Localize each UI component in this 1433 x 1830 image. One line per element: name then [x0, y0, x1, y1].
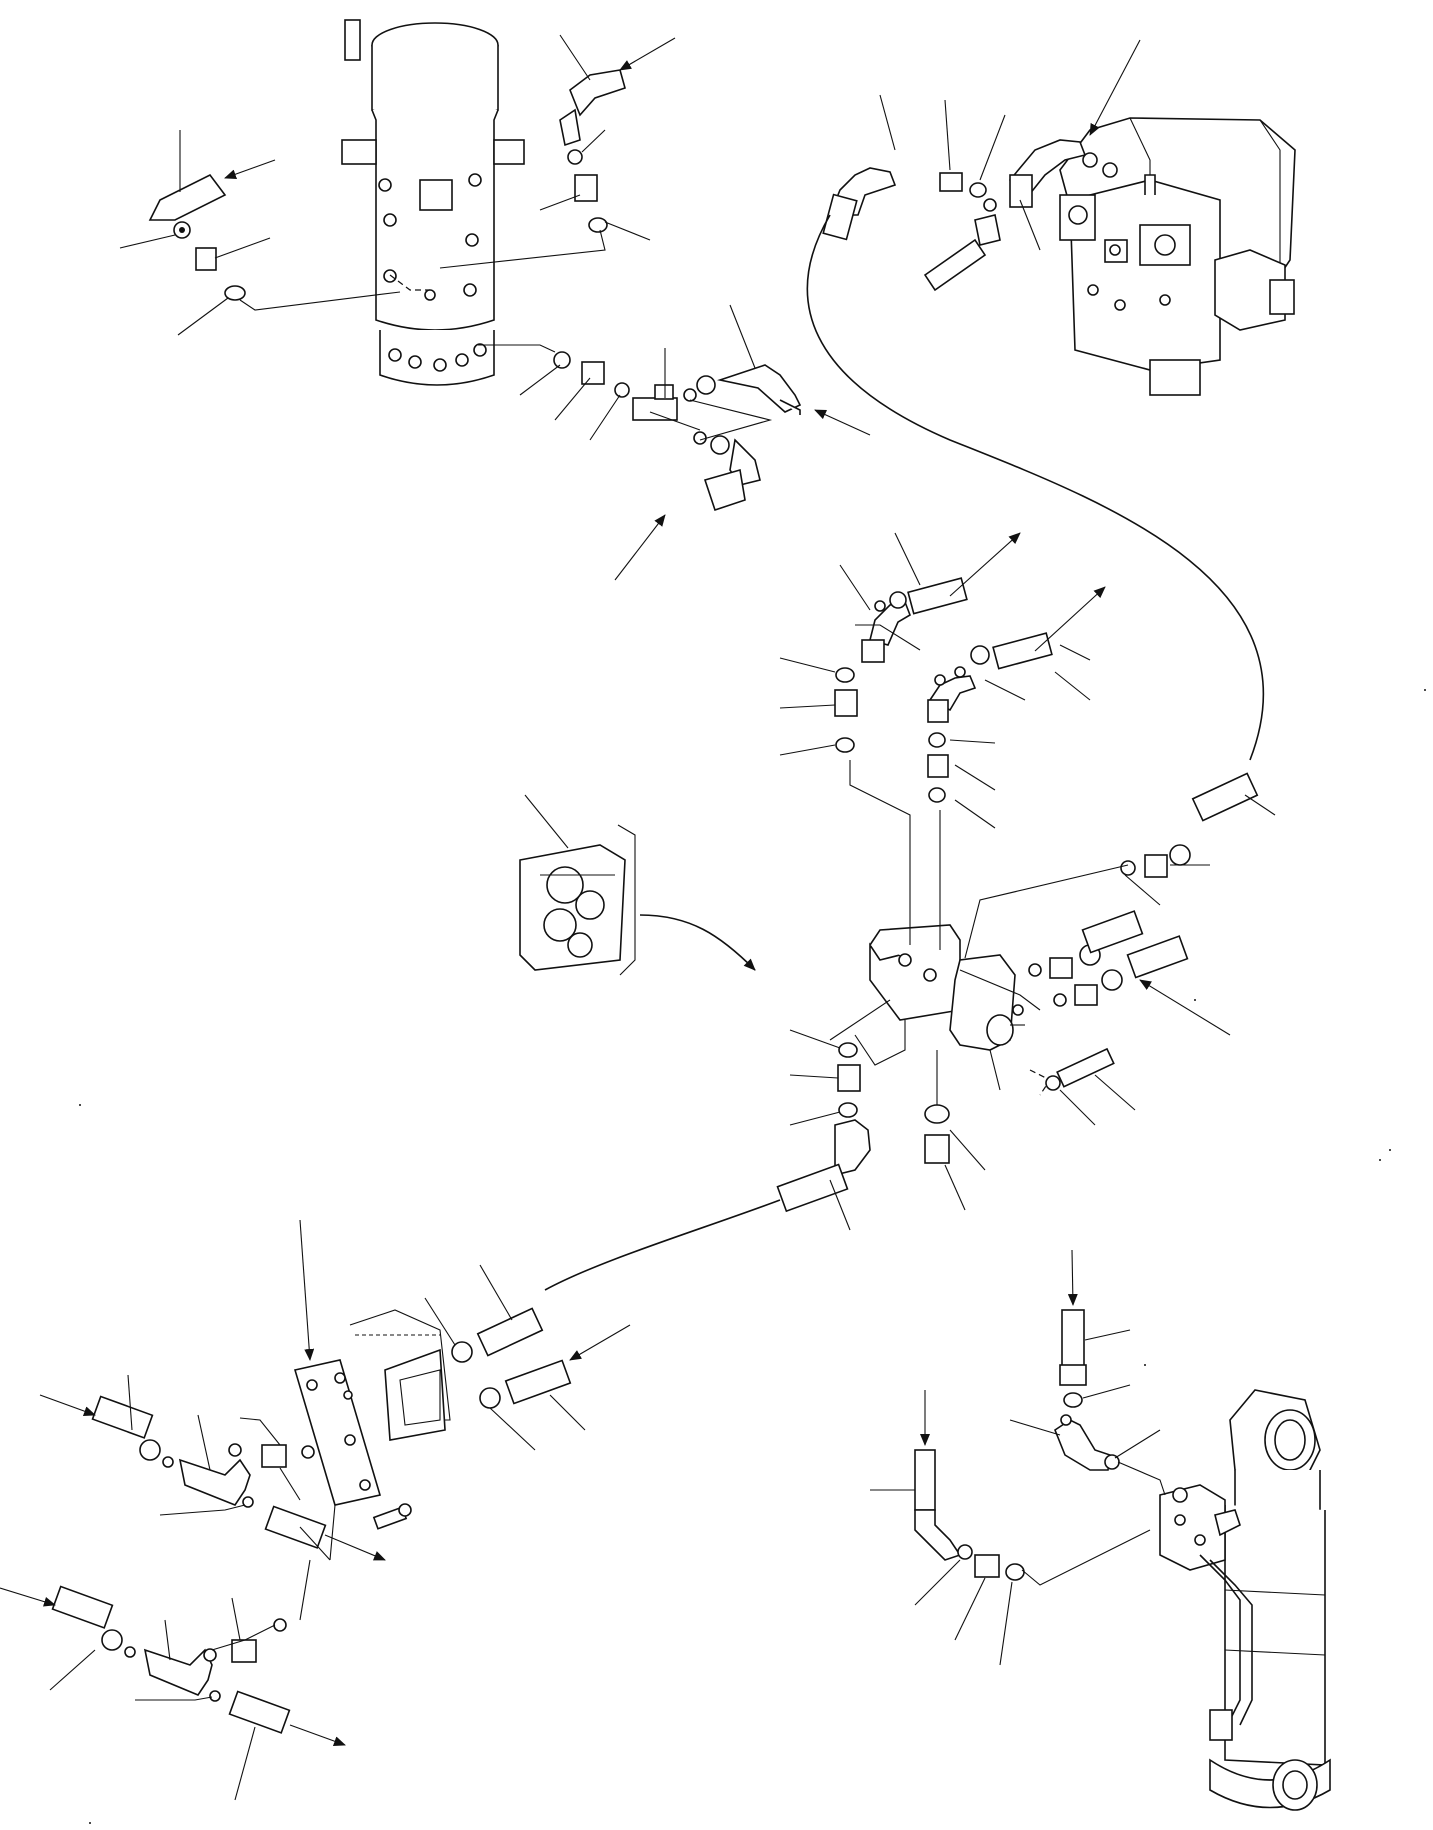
fitting-chain-top-left	[119, 130, 401, 336]
scan-dots	[79, 689, 1426, 1824]
fitting-chain-top-swivel-right	[439, 34, 676, 269]
hydraulic-cylinder	[1159, 1389, 1331, 1811]
seal-kit	[519, 794, 756, 976]
fitting-chain-swivel-tee	[478, 304, 871, 581]
fitting-chain-valve-bottom	[776, 999, 1136, 1231]
fitting-chain-bulkhead-right	[424, 1264, 631, 1451]
fitting-chain-bulkhead-left-lower	[0, 1559, 346, 1801]
fitting-chain-bulkhead-left-upper	[39, 1374, 386, 1561]
fitting-chain-valve-right	[959, 772, 1276, 1036]
hose-valve-to-bulkhead	[544, 1199, 781, 1291]
hose-pump-to-valve	[806, 214, 1265, 761]
solenoid-valve	[869, 924, 1025, 1051]
fitting-chain-cylinder-upper	[1009, 1249, 1166, 1496]
fitting-chain-valve-top	[779, 532, 1106, 950]
hydraulic-pump	[1059, 117, 1296, 396]
fitting-chain-pump	[822, 39, 1141, 292]
fitting-chain-cylinder-lower	[870, 1390, 1151, 1666]
bulkhead-plate	[293, 1219, 451, 1561]
swivel-joint	[341, 19, 525, 386]
